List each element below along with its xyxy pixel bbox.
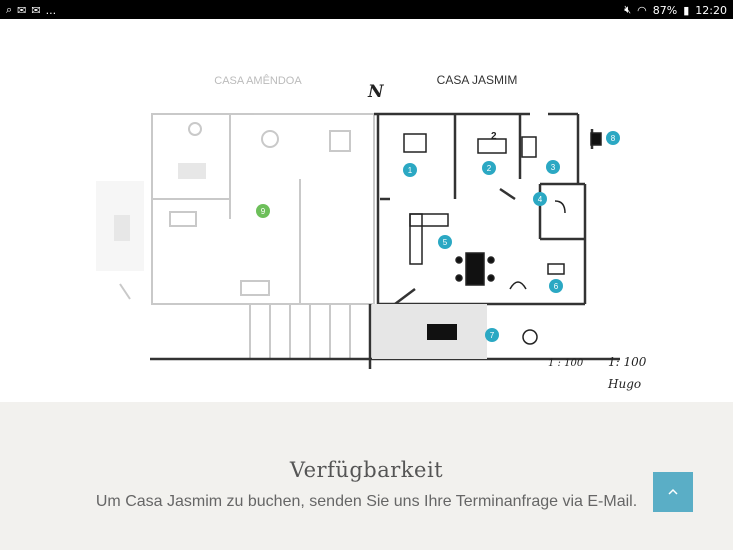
status-bar: ⌕ ✉ ✉ ... 🔇︎ ◠ 87% ▮ 12:20	[0, 0, 733, 19]
svg-text:9: 9	[261, 207, 266, 216]
chevron-up-icon	[668, 488, 678, 495]
marker-5[interactable]	[438, 235, 452, 249]
room-markers: 1 2 3 4 5 6 7 8 9	[256, 131, 620, 342]
svg-text:7: 7	[490, 331, 495, 340]
svg-text:6: 6	[554, 282, 559, 291]
label-casa-jasmim: CASA JASMIM	[437, 73, 518, 87]
marker-6[interactable]	[549, 279, 563, 293]
svg-text:1: 1	[408, 166, 413, 175]
search-icon: ⌕	[6, 3, 13, 16]
mail-icon: ✉	[31, 3, 41, 17]
availability-text: Um Casa Jasmim zu buchen, senden Sie uns…	[95, 493, 638, 510]
availability-section: Verfügbarkeit Um Casa Jasmim zu buchen, …	[0, 402, 733, 550]
marker-2[interactable]	[482, 161, 496, 175]
north-arrow: N	[367, 82, 385, 102]
marker-1[interactable]	[403, 163, 417, 177]
floorplan-drawing: CASA AMÊNDOA CASA JASMIM N 2 1 : 100 1: …	[96, 73, 647, 391]
marker-9[interactable]	[256, 204, 270, 218]
back-to-top-button[interactable]	[653, 472, 693, 512]
mute-icon: 🔇︎	[624, 3, 632, 16]
overflow-indicator: ...	[45, 3, 57, 17]
marker-3[interactable]	[546, 160, 560, 174]
casa-amendoa-plan	[96, 113, 375, 360]
floorplan: CASA AMÊNDOA CASA JASMIM N 2 1 : 100 1: …	[0, 19, 733, 402]
svg-text:4: 4	[538, 195, 543, 204]
svg-text:5: 5	[443, 238, 448, 247]
svg-text:3: 3	[551, 163, 556, 172]
wifi-icon: ◠	[637, 3, 647, 17]
battery-level: 87%	[652, 3, 678, 17]
marker-4[interactable]	[533, 192, 547, 206]
bed-count: 2	[491, 131, 497, 142]
author-signature: Hugo	[607, 377, 641, 391]
scale-bar-label: 1 : 100	[548, 358, 584, 369]
scale-label: 1: 100	[608, 355, 647, 369]
clock: 12:20	[695, 3, 727, 17]
availability-title: Verfügbarkeit	[289, 458, 444, 482]
battery-icon: ▮	[683, 3, 690, 17]
marker-7[interactable]	[485, 328, 499, 342]
label-casa-amendoa: CASA AMÊNDOA	[214, 74, 302, 87]
svg-text:2: 2	[487, 164, 492, 173]
mail-icon: ✉	[17, 3, 27, 17]
svg-text:8: 8	[611, 134, 616, 143]
marker-8[interactable]	[606, 131, 620, 145]
